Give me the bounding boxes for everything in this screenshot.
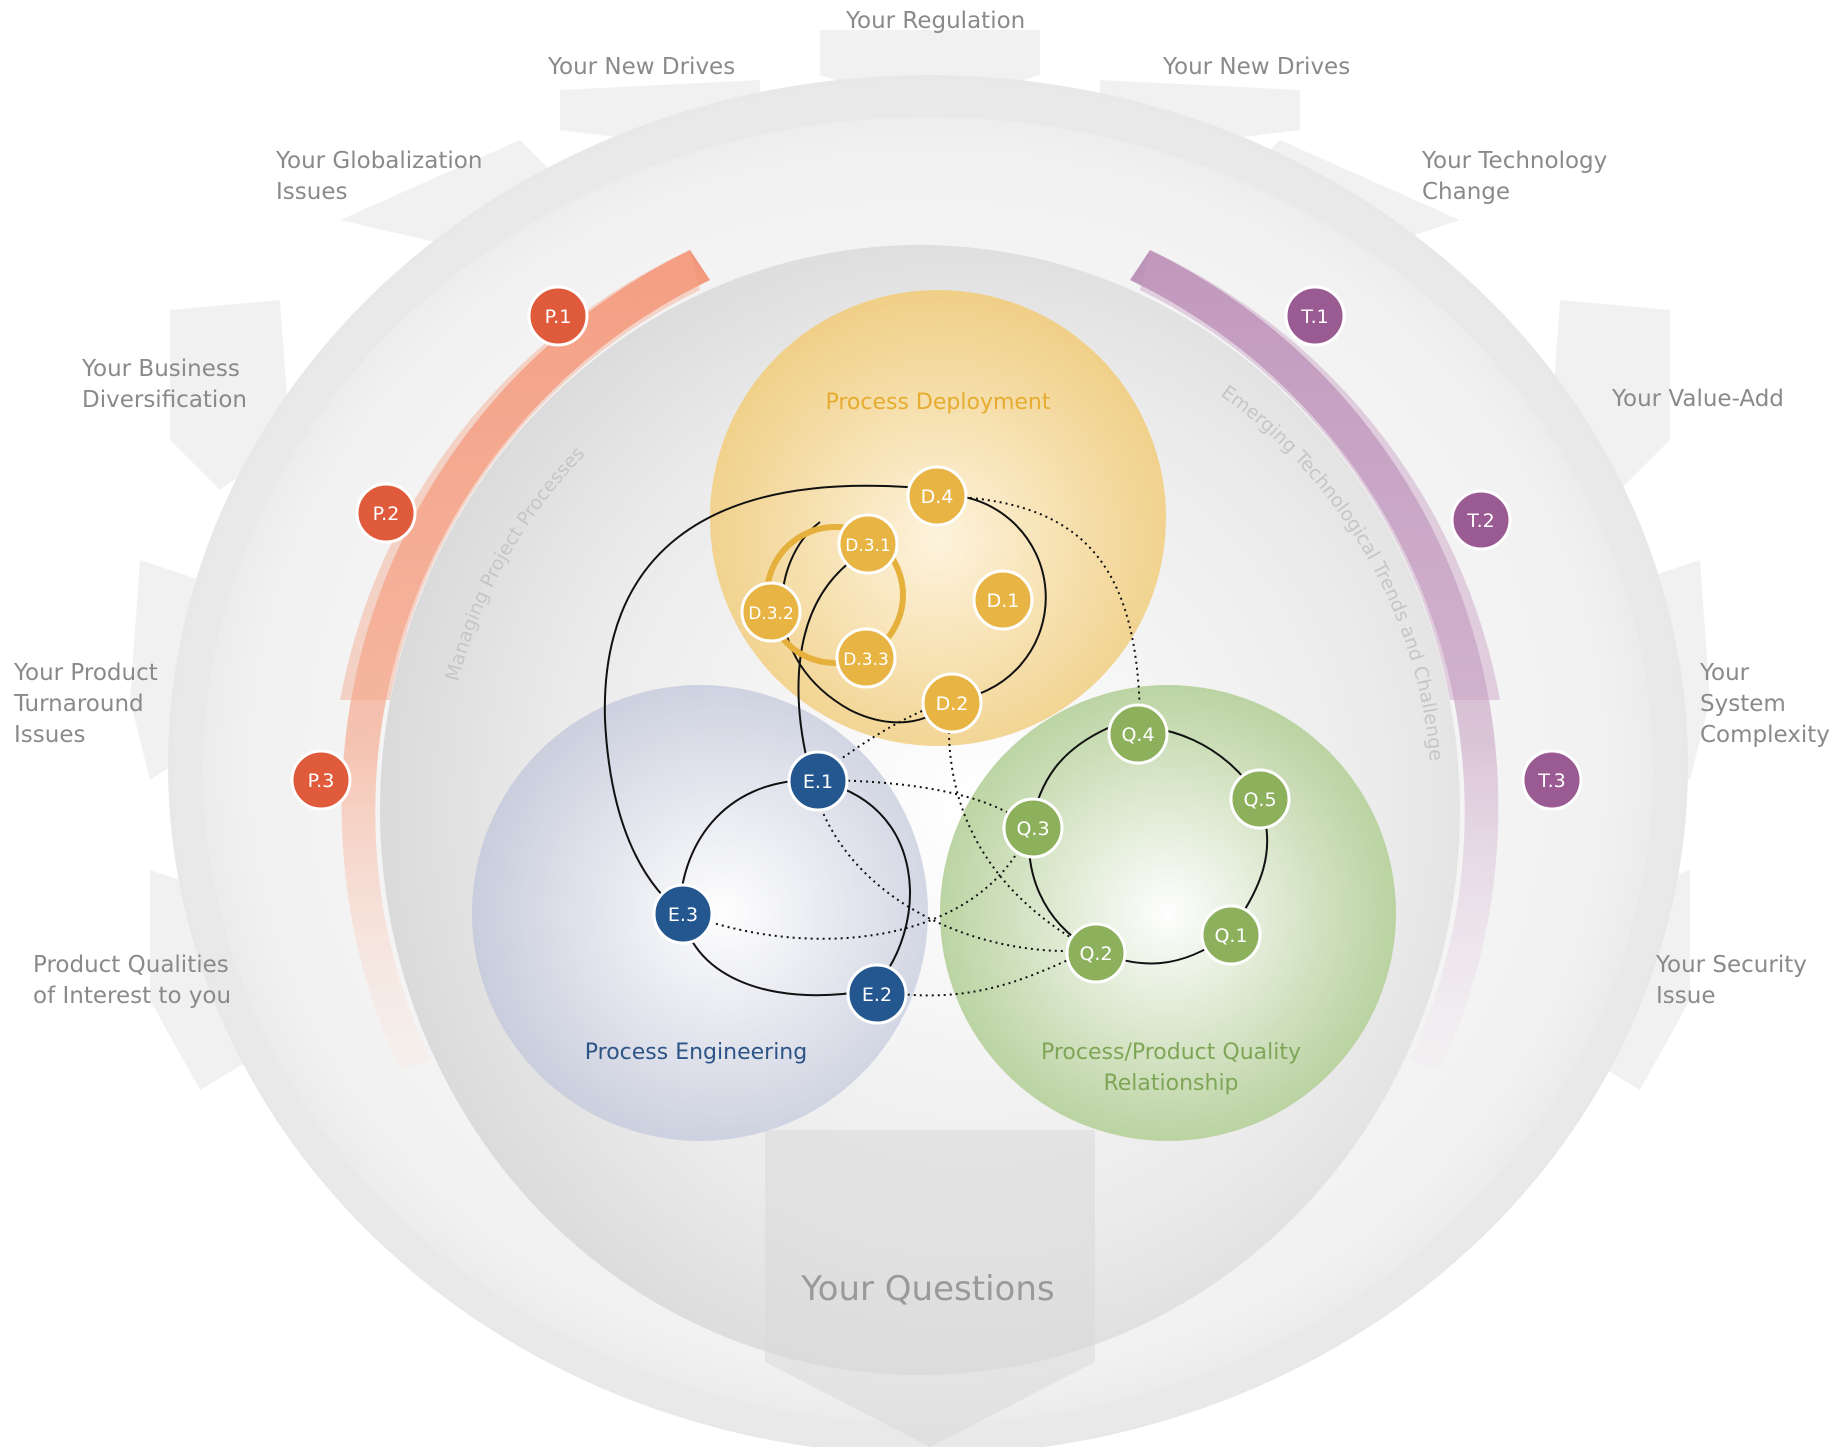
eng-cycle-c xyxy=(811,779,911,991)
process-arc-wide xyxy=(340,250,700,700)
node-d4-label: D.4 xyxy=(921,486,954,508)
label-globalization: Your Globalization Issues xyxy=(276,148,483,205)
deploy-cycle xyxy=(935,493,1047,701)
node-e3-circle xyxy=(652,883,714,945)
label-new-drives-right: Your New Drives xyxy=(1163,54,1351,80)
questions-chevron xyxy=(765,1130,1095,1447)
label-new-drives-left: Your New Drives xyxy=(548,54,736,80)
loop-d4-e3 xyxy=(603,484,921,913)
label-business-diversification: Your Business Diversification xyxy=(82,356,247,413)
node-q3-circle xyxy=(1002,797,1064,859)
node-t3-circle xyxy=(1521,749,1583,811)
deployment-title: Process Deployment xyxy=(825,390,1050,415)
node-q1: Q.1 xyxy=(1200,904,1262,966)
node-e1-label: E.1 xyxy=(803,771,833,793)
label-security-issue: Your Security Issue xyxy=(1656,952,1807,1009)
node-p1: P.1 xyxy=(527,285,589,347)
node-d1: D.1 xyxy=(972,569,1034,631)
node-q3-label: Q.3 xyxy=(1016,818,1049,840)
node-e1: E.1 xyxy=(787,750,849,812)
node-d33: D.3.3 xyxy=(835,627,897,689)
process-arc xyxy=(341,250,710,1070)
node-p3: P.3 xyxy=(290,749,352,811)
node-q3: Q.3 xyxy=(1002,797,1064,859)
quality-title-line2: Relationship xyxy=(1103,1071,1238,1096)
label-product-qualities: Product Qualities of Interest to you xyxy=(33,952,232,1009)
node-p1-label: P.1 xyxy=(545,306,572,328)
node-d2: D.2 xyxy=(921,672,983,734)
node-d1-circle xyxy=(972,569,1034,631)
node-d1-label: D.1 xyxy=(987,590,1020,612)
tech-arc-wide xyxy=(1140,250,1500,700)
node-p3-label: P.3 xyxy=(308,770,335,792)
node-t3-label: T.3 xyxy=(1537,770,1565,792)
node-q1-label: Q.1 xyxy=(1214,925,1247,947)
node-q1-circle xyxy=(1200,904,1262,966)
node-e1-circle xyxy=(787,750,849,812)
node-p2-circle xyxy=(355,482,417,544)
node-e2-label: E.2 xyxy=(862,984,892,1006)
node-t1: T.1 xyxy=(1284,285,1346,347)
node-d4-circle xyxy=(906,465,968,527)
node-q4-circle xyxy=(1107,703,1169,765)
node-d31-label: D.3.1 xyxy=(845,536,891,556)
node-d32-label: D.3.2 xyxy=(748,604,794,624)
node-q4-label: Q.4 xyxy=(1121,724,1154,746)
node-d33-label: D.3.3 xyxy=(843,650,889,670)
label-system-complexity: Your System Complexity xyxy=(1700,660,1830,748)
your-questions-label: Your Questions xyxy=(800,1269,1054,1309)
node-q2: Q.2 xyxy=(1065,922,1127,984)
quality-title-line1: Process/Product Quality xyxy=(1041,1040,1301,1065)
node-t1-label: T.1 xyxy=(1300,306,1328,328)
node-q5: Q.5 xyxy=(1229,768,1291,830)
engineering-title: Process Engineering xyxy=(585,1040,807,1065)
node-p2-label: P.2 xyxy=(373,503,400,525)
node-e3: E.3 xyxy=(652,883,714,945)
node-d2-label: D.2 xyxy=(936,693,969,715)
node-d31: D.3.1 xyxy=(837,513,899,575)
node-d31-circle xyxy=(837,513,899,575)
node-t2-circle xyxy=(1450,489,1512,551)
label-technology-change: Your Technology Change xyxy=(1422,148,1608,205)
node-q5-label: Q.5 xyxy=(1243,789,1276,811)
nodes: P.1P.2P.3 T.1T.2T.3 D.4D.3.1D.3.2D.3.3 D.1D… xyxy=(290,285,1583,1025)
node-p2: P.2 xyxy=(355,482,417,544)
node-d2-circle xyxy=(921,672,983,734)
node-d32: D.3.2 xyxy=(740,581,802,643)
node-q5-circle xyxy=(1229,768,1291,830)
tech-arc xyxy=(1130,250,1499,1070)
label-value-add: Your Value-Add xyxy=(1612,386,1784,412)
node-q4: Q.4 xyxy=(1107,703,1169,765)
node-t2-label: T.2 xyxy=(1466,510,1494,532)
node-p1-circle xyxy=(527,285,589,347)
node-e2: E.2 xyxy=(846,963,908,1025)
label-product-turnaround: Your Product Turnaround Issues xyxy=(14,660,158,748)
loop-d31-e1 xyxy=(797,561,851,781)
node-d32-circle xyxy=(740,581,802,643)
node-t2: T.2 xyxy=(1450,489,1512,551)
node-q2-circle xyxy=(1065,922,1127,984)
node-p3-circle xyxy=(290,749,352,811)
node-e2-circle xyxy=(846,963,908,1025)
node-d4: D.4 xyxy=(906,465,968,527)
node-t1-circle xyxy=(1284,285,1346,347)
node-d33-circle xyxy=(835,627,897,689)
node-e3-label: E.3 xyxy=(668,904,698,926)
node-t3: T.3 xyxy=(1521,749,1583,811)
deploy-inner-arc xyxy=(781,521,951,724)
node-q2-label: Q.2 xyxy=(1079,943,1112,965)
label-regulation: Your Regulation xyxy=(846,8,1026,34)
